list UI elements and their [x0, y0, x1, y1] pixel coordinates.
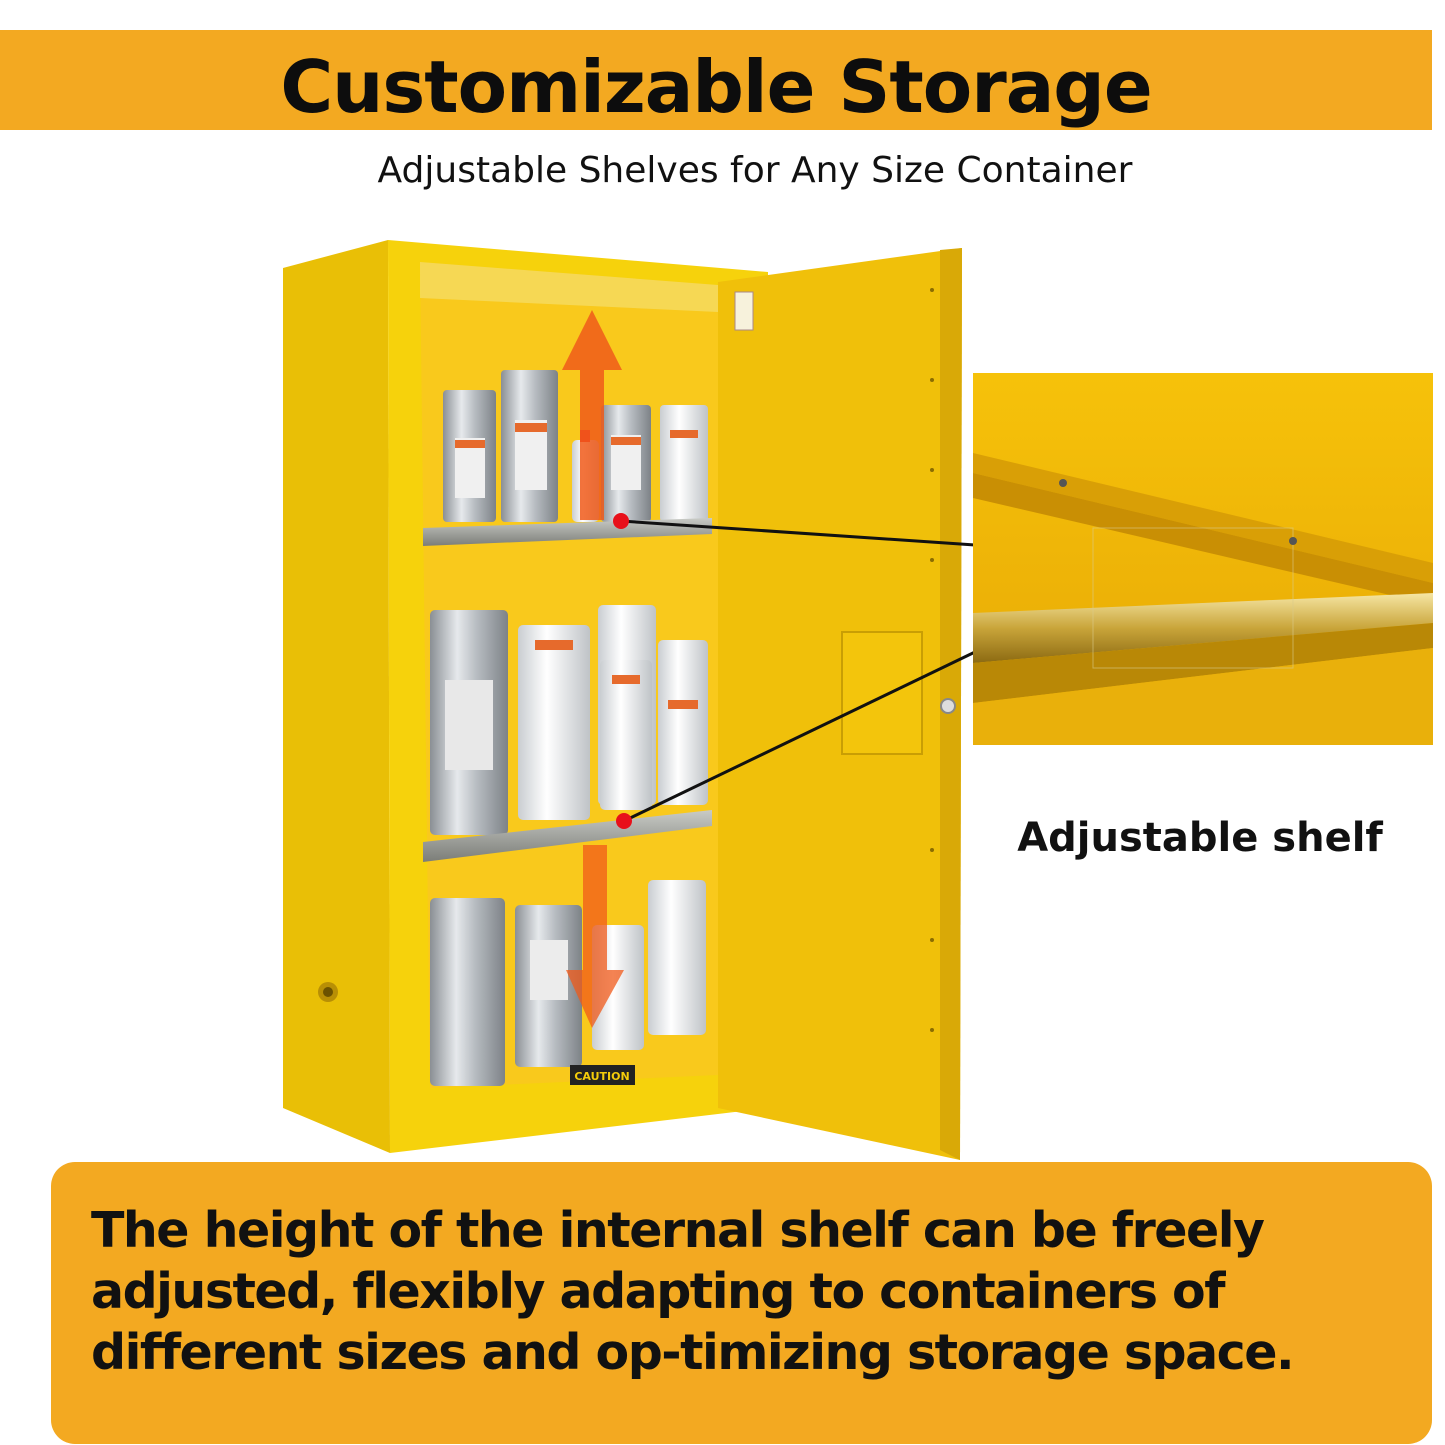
cabinet-side-panel: [283, 240, 390, 1153]
shelf-closeup-drawing: [973, 373, 1433, 745]
callout-line-bottom: [623, 650, 976, 823]
can: [430, 898, 505, 1086]
callout-marker-bottom: [616, 813, 632, 829]
can: [658, 640, 708, 805]
middle-shelf: [423, 810, 712, 862]
callout-marker-top: [613, 513, 629, 529]
caution-text: CAUTION: [574, 1070, 629, 1083]
door-label-icon: [734, 291, 754, 331]
page-subtitle: Adjustable Shelves for Any Size Containe…: [377, 150, 1133, 191]
door-lock-icon: [940, 698, 956, 714]
info-description: The height of the internal shelf can be …: [91, 1202, 1295, 1381]
door-vent-plate: [841, 631, 923, 755]
can: [648, 880, 706, 1035]
info-panel: The height of the internal shelf can be …: [51, 1162, 1432, 1444]
page-title: Customizable Storage: [280, 45, 1152, 129]
callout-line-top: [620, 519, 976, 547]
shelf-closeup-image: [973, 373, 1433, 745]
callout-label: Adjustable shelf: [1017, 815, 1383, 861]
top-shelf: [423, 518, 712, 546]
up-arrow-icon: [562, 310, 622, 520]
can: [518, 625, 590, 820]
can: [600, 660, 652, 810]
down-arrow-icon: [566, 845, 624, 1028]
cabinet-door: [718, 248, 962, 1160]
cabinet-illustration: CAUTION: [283, 240, 976, 1160]
caution-label: [570, 1065, 635, 1085]
can: [660, 405, 708, 522]
title-banner: Customizable Storage: [0, 30, 1432, 130]
